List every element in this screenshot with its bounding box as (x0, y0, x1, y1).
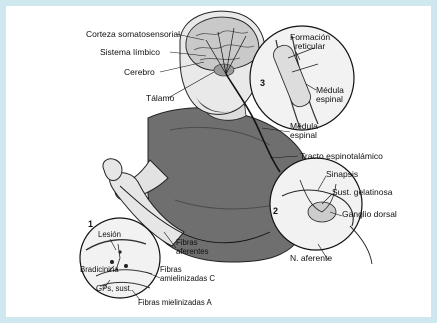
label-fibras-aferentes-line2: aferentes (176, 248, 209, 257)
label-fibras-amielinizadas: Fibras amielinizadas C (160, 266, 215, 283)
label-ganglio-dorsal: Ganglio dorsal (342, 210, 397, 219)
label-medula-espinal-inset: Médula espinal (316, 86, 344, 105)
label-fibras-mielinizadas: Fibras mielinizadas A (138, 299, 212, 308)
label-medula-espinal: Médula espinal (290, 122, 318, 141)
label-number-2: 2 (273, 207, 278, 217)
label-medula-inset-line2: espinal (316, 95, 344, 104)
label-cerebro: Cerebro (124, 68, 155, 77)
label-formacion-reticular: Formación reticular (290, 33, 330, 52)
label-tracto-espinotalamico: Tracto espinotalámico (300, 152, 383, 161)
label-n-aferente: N. aferente (290, 254, 332, 263)
label-number-3: 3 (260, 79, 265, 89)
brain (186, 17, 259, 70)
label-amielinizadas-line2: amielinizadas C (160, 275, 215, 284)
label-bradicinina: Bradicinina (80, 266, 119, 275)
label-sistema-limbico: Sistema límbico (100, 48, 160, 57)
label-fibras-aferentes: Fibras aferentes (176, 239, 209, 256)
label-medula-line2: espinal (290, 131, 318, 140)
label-number-1: 1 (88, 220, 93, 230)
label-formacion-line2: reticular (290, 42, 330, 51)
label-sust-gelatinosa: Sust. gelatinosa (332, 188, 392, 197)
label-lesion: Lesión (98, 231, 121, 240)
label-corteza: Corteza somatosensorial (86, 30, 180, 39)
label-sinapsis: Sinapsis (326, 170, 358, 179)
label-gps-sust: GPs, sust. (96, 285, 132, 294)
label-talamo: Tálamo (146, 94, 174, 103)
